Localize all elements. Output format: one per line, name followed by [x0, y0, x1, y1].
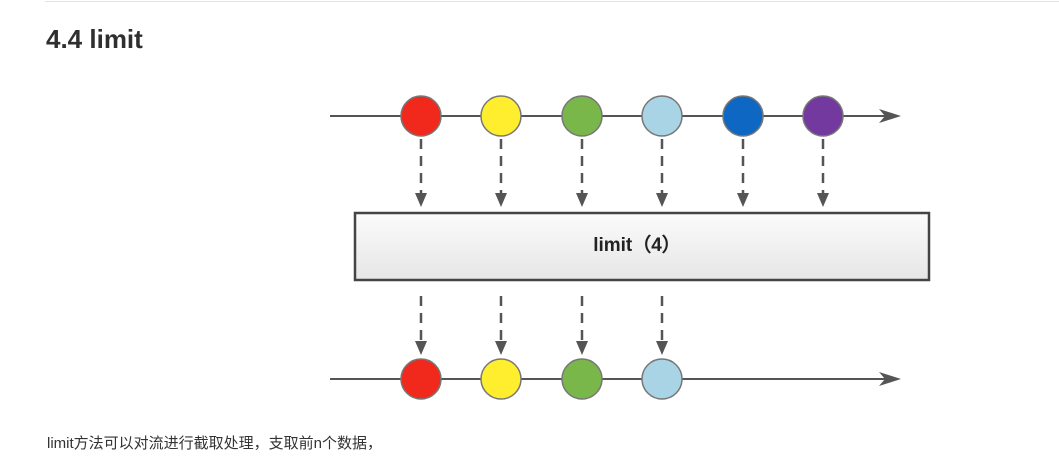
- arrow-head: [576, 341, 588, 355]
- arrow-head: [656, 341, 668, 355]
- input-marble: [802, 95, 844, 137]
- section-heading: 4.4 limit: [46, 24, 143, 54]
- input-timeline: [330, 95, 901, 137]
- input-marble: [561, 95, 603, 137]
- output-marble: [641, 358, 683, 400]
- arrow-head: [415, 341, 427, 355]
- arrow-head: [817, 193, 829, 207]
- input-line-arrowhead: [879, 109, 901, 123]
- input-marble: [722, 95, 764, 137]
- operator-box: limit（4）: [353, 211, 931, 282]
- arrow-head: [576, 193, 588, 207]
- output-timeline: [330, 358, 901, 400]
- output-marble: [400, 358, 442, 400]
- input-marble: [480, 95, 522, 137]
- input-marble: [400, 95, 442, 137]
- arrow-head: [737, 193, 749, 207]
- output-drop-arrows: [415, 296, 668, 355]
- output-marble: [480, 358, 522, 400]
- arrow-head: [495, 341, 507, 355]
- input-marble: [641, 95, 683, 137]
- description-text: limit方法可以对流进行截取处理，支取前n个数据，: [47, 435, 383, 452]
- operator-label: limit（4）: [593, 233, 681, 256]
- input-drop-arrows: [415, 139, 829, 207]
- arrow-head: [415, 193, 427, 207]
- top-divider: [45, 1, 1059, 2]
- output-line-arrowhead: [879, 372, 901, 386]
- arrow-head: [495, 193, 507, 207]
- output-marble: [561, 358, 603, 400]
- arrow-head: [656, 193, 668, 207]
